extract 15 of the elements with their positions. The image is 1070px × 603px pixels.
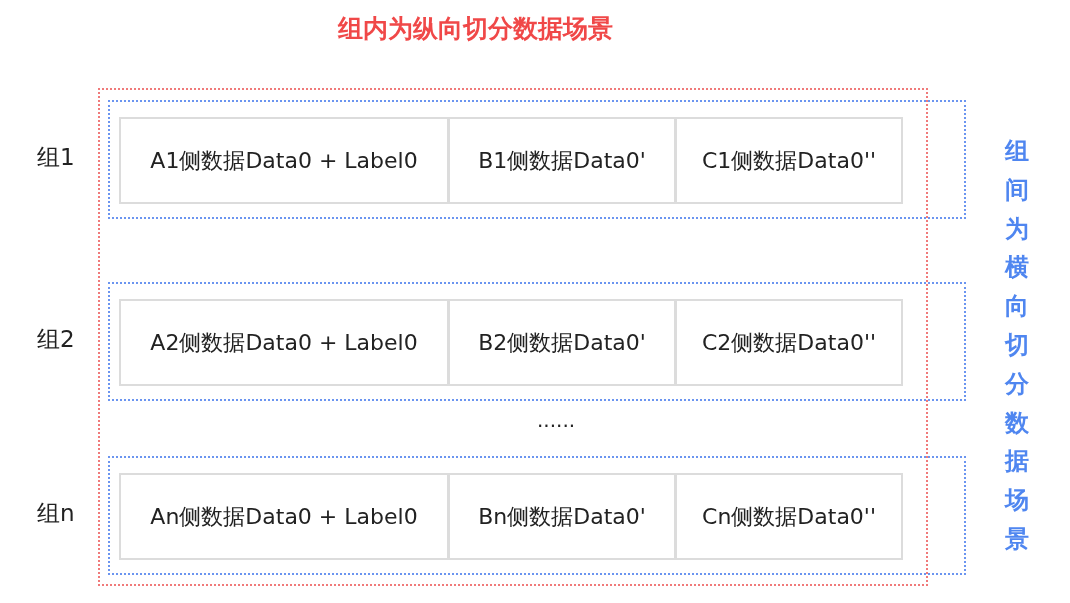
- data-cell: B1侧数据Data0': [448, 117, 676, 204]
- frame-title: 组内为纵向切分数据场景: [338, 14, 613, 44]
- data-cell: An侧数据Data0 + Label0: [119, 473, 449, 560]
- data-cell: A2侧数据Data0 + Label0: [119, 299, 449, 386]
- data-cell: A1侧数据Data0 + Label0: [119, 117, 449, 204]
- vertical-caption: 组间为横向切分数据场景: [1004, 136, 1030, 555]
- row-label: 组n: [37, 500, 75, 528]
- data-cell: Cn侧数据Data0'': [675, 473, 903, 560]
- data-cell: B2侧数据Data0': [448, 299, 676, 386]
- data-cell: C2侧数据Data0'': [675, 299, 903, 386]
- data-cell: C1侧数据Data0'': [675, 117, 903, 204]
- row-label: 组2: [37, 326, 75, 354]
- data-cell: Bn侧数据Data0': [448, 473, 676, 560]
- row-label: 组1: [37, 144, 75, 172]
- ellipsis-text: ......: [537, 408, 576, 432]
